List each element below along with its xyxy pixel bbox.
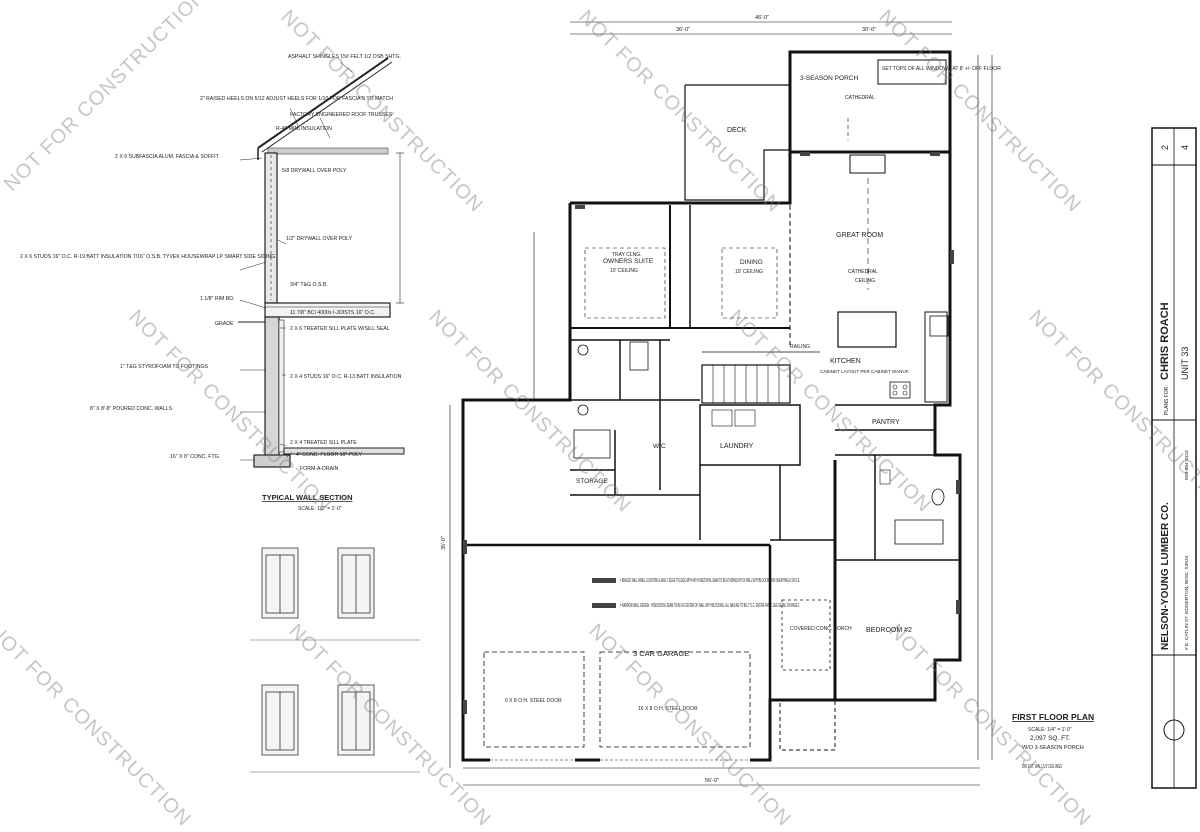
title-block-text: NELSON-YOUNG LUMBER CO. # E. CATLIN ST. … bbox=[1159, 145, 1190, 650]
bracing-note-2: = NARROW WALL DESIGN - HORIZONTAL SEAM T… bbox=[620, 603, 800, 609]
note-drain: FORM-A-DRAIN bbox=[300, 466, 339, 472]
company-address: # E. CATLIN ST. EDGERTON, WISC. 53534 bbox=[1184, 555, 1190, 650]
note-sill: 2 X 6 TREATED SILL PLATE W/SILL SEAL bbox=[290, 326, 390, 332]
company-contact: 608-884-3316 bbox=[1184, 450, 1190, 480]
note-styrofoam: 1" T&G STYROFOAM TO FOOTINGS bbox=[120, 364, 209, 370]
plan-porch-note: W/O 3-SEASON PORCH bbox=[1022, 745, 1084, 751]
label-wic: W/C bbox=[653, 443, 666, 450]
company-name: NELSON-YOUNG LUMBER CO. bbox=[1160, 502, 1171, 650]
note-grade: GRADE bbox=[215, 321, 234, 327]
label-great-room: GREAT ROOM bbox=[836, 232, 883, 239]
note-insulation: R-49 MIN. INSULATION bbox=[276, 126, 332, 132]
note-treated-sill: 2 X 4 TREATED SILL PLATE bbox=[290, 440, 357, 446]
label-ceiling: CEILING bbox=[855, 278, 875, 284]
wall-section-notes: ASPHALT SHINGLES 15# FELT 1/2 OSB SHTG. … bbox=[20, 54, 402, 472]
label-owners-ceiling: 10' CEILING bbox=[610, 268, 638, 274]
dim-top-left: 36'-0" bbox=[676, 27, 690, 33]
note-drywall-ceiling: 5/8 DRYWALL OVER POLY bbox=[282, 168, 347, 174]
label-tray-clng: TRAY CLNG. bbox=[612, 252, 642, 258]
note-heels: 2" RAISED HEELS ON 5/12 ADJUST HEELS FOR… bbox=[200, 96, 393, 102]
dim-overall-depth: 35'-0" bbox=[441, 536, 447, 550]
blueprint-canvas: ASPHALT SHINGLES 15# FELT 1/2 OSB SHTG. … bbox=[20, 15, 1197, 789]
plan-notes-bottom: 2X6 EXT. WALLS 9' CEILINGS bbox=[1022, 764, 1062, 770]
label-kitchen: KITCHEN bbox=[830, 358, 861, 365]
plan-area: 2,097 SQ. FT. bbox=[1030, 735, 1070, 742]
client-name: CHRIS ROACH bbox=[1159, 302, 1171, 380]
label-pantry: PANTRY bbox=[872, 419, 900, 426]
note-trusses: FACTORY ENGINEERED ROOF TRUSSES bbox=[290, 112, 393, 118]
plan-scale: SCALE: 1/4" = 1'-0" bbox=[1028, 727, 1072, 733]
drawing-sheet: ASPHALT SHINGLES 15# FELT 1/2 OSB SHTG. … bbox=[20, 15, 1197, 789]
label-window-note: SET TOPS OF ALL WINDOWS AT 8' +/- OFF FL… bbox=[882, 66, 1001, 72]
label-cathedral: CATHEDRAL bbox=[848, 269, 878, 275]
sheet-total: 4 bbox=[1180, 145, 1190, 150]
label-deck: DECK bbox=[727, 127, 747, 134]
label-cathedral-porch: CATHEDRAL bbox=[845, 95, 875, 101]
note-studs: 2 X 6 STUDS 16" O.C. R-19 BATT INSULATIO… bbox=[20, 254, 275, 260]
note-footing: 16" X 8" CONC. FTG. bbox=[170, 454, 220, 460]
label-kitchen-note: CABINET LAYOUT PER CABINET MANUF. bbox=[820, 369, 909, 374]
label-railing: RAILING bbox=[790, 344, 810, 350]
dim-overall-width: 56'-0" bbox=[705, 778, 719, 784]
floor-plan bbox=[449, 21, 993, 786]
dim-top-right: 30'-0" bbox=[862, 27, 876, 33]
note-drywall-wall: 1/2" DRYWALL OVER POLY bbox=[286, 236, 353, 242]
label-storage: STORAGE bbox=[576, 478, 608, 485]
room-labels: 3-SEASON PORCH SET TOPS OF ALL WINDOWS A… bbox=[505, 66, 1001, 712]
typical-wall-section bbox=[238, 57, 405, 468]
wall-section-scale: SCALE: 1/2" = 1'-0" bbox=[298, 506, 342, 512]
label-garage: 3 CAR GARAGE bbox=[633, 649, 689, 658]
note-fascia: 2 X 6 SUBFASCIA ALUM. FASCIA & SOFFIT bbox=[115, 154, 220, 160]
plan-title-block: FIRST FLOOR PLAN SCALE: 1/4" = 1'-0" 2,0… bbox=[1012, 712, 1094, 770]
note-joists: 11 7/8" BCI 4000s I-JOISTS 16" O.C. bbox=[290, 310, 375, 316]
note-osb: 3/4" T&G O.S.B. bbox=[290, 282, 328, 288]
label-dining-ceiling: 10' CEILING bbox=[735, 269, 763, 275]
label-owners-suite: OWNERS SUITE bbox=[603, 258, 654, 265]
dim-top-total: 46'-0" bbox=[755, 15, 769, 21]
note-conc-floor: 4" CONC. FLOOR 10" POLY bbox=[296, 452, 363, 458]
client-unit: UNIT 33 bbox=[1180, 347, 1190, 380]
bracing-notes: = BRACED WALL PANEL LOCATIONS & MAX 2' E… bbox=[620, 578, 800, 609]
label-bedroom2: BEDROOM #2 bbox=[866, 627, 912, 634]
note-rim: 1 1/8" RIM BD. bbox=[200, 296, 234, 302]
label-covered-porch: COVERED CONC. PORCH bbox=[790, 626, 852, 632]
label-garage-door-2: 16 X 8 O.H. STEEL DOOR bbox=[638, 706, 698, 712]
plans-for-label: PLANS FOR: bbox=[1164, 385, 1170, 415]
label-porch: 3-SEASON PORCH bbox=[800, 75, 858, 82]
note-studs-2x4: 2 X 4 STUDS 16" O.C. R-13 BATT INSULATIO… bbox=[290, 374, 402, 380]
wall-section-title: TYPICAL WALL SECTION bbox=[262, 493, 353, 502]
note-roof: ASPHALT SHINGLES 15# FELT 1/2 OSB SHTG. bbox=[288, 54, 401, 60]
sheet-number: 2 bbox=[1160, 145, 1170, 150]
label-garage-door-1: 9 X 8 O.H. STEEL DOOR bbox=[505, 698, 562, 704]
label-laundry: LAUNDRY bbox=[720, 443, 754, 450]
bracing-note-1: = BRACED WALL PANEL LOCATIONS & MAX 2' E… bbox=[620, 578, 800, 584]
bracing-details bbox=[250, 547, 420, 773]
label-dining: DINING bbox=[740, 259, 763, 266]
dimension-labels: 46'-0" 36'-0" 30'-0" 56'-0" 35'-0" bbox=[441, 15, 876, 784]
plan-title: FIRST FLOOR PLAN bbox=[1012, 712, 1094, 722]
title-block bbox=[1151, 127, 1197, 789]
note-conc-walls: 8" X 8'-8" POURED CONC. WALLS bbox=[90, 406, 173, 412]
